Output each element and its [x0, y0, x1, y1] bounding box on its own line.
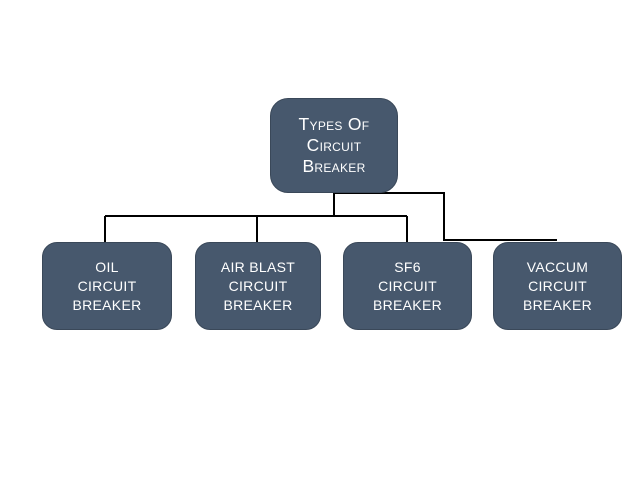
node-label-line: OIL	[95, 258, 119, 275]
node-label-line: AIR BLAST	[220, 258, 296, 275]
node-label-line: CIRCUIT	[228, 277, 288, 294]
node-label-line: BREAKER	[522, 296, 592, 313]
node-label-line: CIRCUIT	[528, 277, 587, 294]
connector-elbow-vaccum	[334, 192, 557, 241]
node-label-line: Breaker	[302, 156, 366, 176]
node-label-line: CIRCUIT	[378, 277, 437, 294]
node-types-of-circuit-breaker: Types Of Circuit Breaker	[270, 98, 398, 193]
node-label-line: VACCUM	[526, 258, 589, 275]
node-label-line: SF6	[394, 258, 421, 275]
node-label-line: CIRCUIT	[77, 277, 137, 294]
node-vaccum-circuit-breaker: VACCUM CIRCUIT BREAKER	[493, 242, 622, 330]
node-label-line: BREAKER	[72, 296, 142, 313]
node-label-line: BREAKER	[372, 296, 442, 313]
node-label-line: Types Of	[298, 114, 370, 134]
node-oil-circuit-breaker: OIL CIRCUIT BREAKER	[42, 242, 172, 330]
node-label-line: BREAKER	[223, 296, 293, 313]
node-air-blast-circuit-breaker: AIR BLAST CIRCUIT BREAKER	[195, 242, 321, 330]
node-sf6-circuit-breaker: SF6 CIRCUIT BREAKER	[343, 242, 472, 330]
node-label-line: Circuit	[306, 135, 362, 155]
